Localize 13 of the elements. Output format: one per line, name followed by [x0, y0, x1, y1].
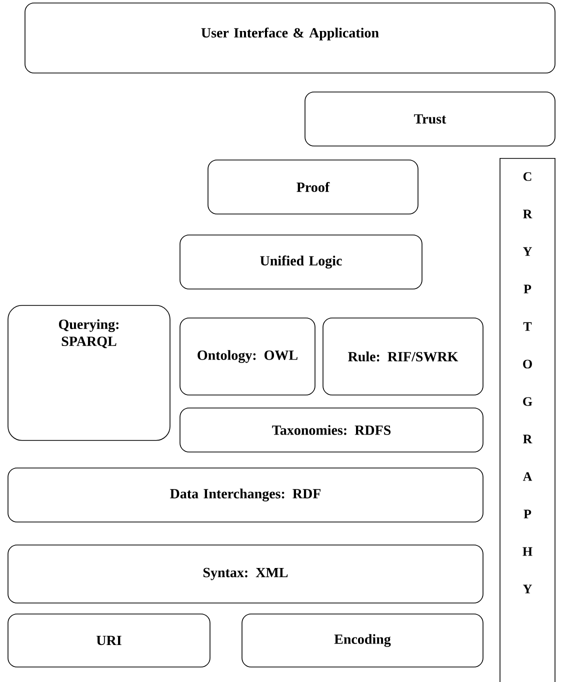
layer-box: Taxonomies: RDFS: [180, 408, 484, 452]
layer-box: URI: [8, 614, 210, 668]
layer-box: Querying: SPARQL: [8, 305, 170, 441]
layer-box: Trust: [304, 92, 556, 146]
layer-box: Data Interchanges: RDF: [8, 468, 484, 522]
layer-box: Unified Logic: [180, 234, 422, 290]
layer-box: Ontology: OWL: [180, 318, 316, 396]
layer-box: Proof: [208, 160, 418, 214]
layer-box: Syntax: XML: [8, 544, 484, 604]
layer-box: CRYPTOGRAPHY: [500, 158, 556, 682]
layer-box: Encoding: [242, 614, 484, 668]
layer-box: User Interface & Application: [24, 2, 556, 74]
layer-box: Rule: RIF/SWRK: [322, 318, 484, 396]
